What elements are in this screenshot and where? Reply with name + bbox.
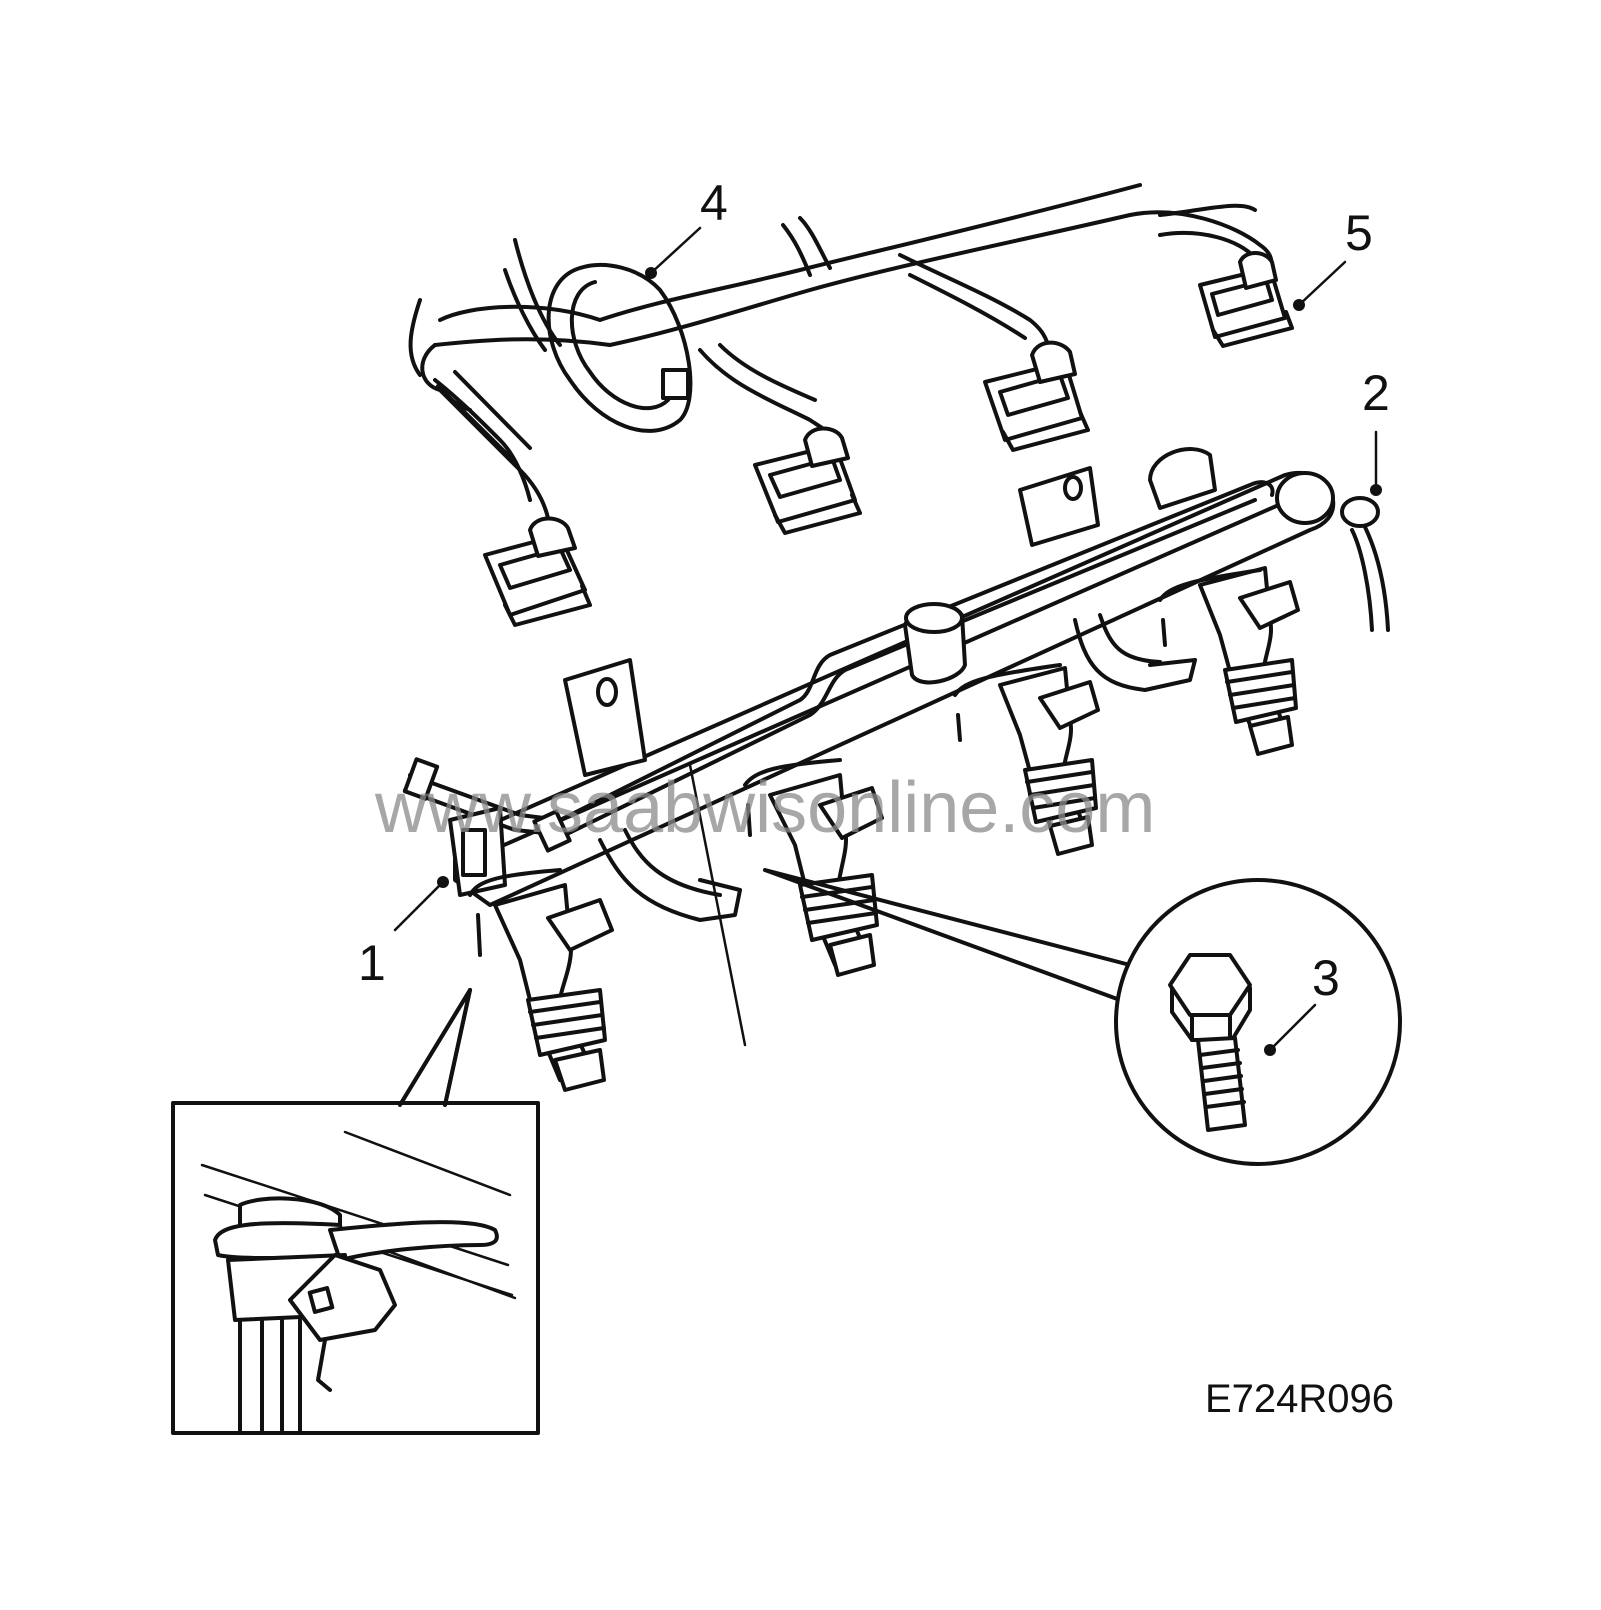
callout-3: 3 (1312, 950, 1340, 1006)
callout-1: 1 (358, 935, 386, 991)
wiring-harness (408, 183, 1274, 532)
fuel-rail (402, 447, 1336, 907)
callout-4: 4 (700, 175, 728, 231)
watermark-text: www.saabwisonline.com (374, 768, 1155, 848)
vacuum-hose (1340, 496, 1390, 632)
injector-4 (1158, 566, 1300, 756)
guide-line (688, 763, 747, 1047)
clip-detail-inset (171, 988, 540, 1435)
leader-lines (393, 226, 1382, 1056)
callout-2: 2 (1362, 365, 1390, 421)
figure-code: E724R096 (1205, 1377, 1394, 1421)
rail-bracket-left (563, 658, 742, 922)
injector-connector-3 (983, 340, 1090, 452)
rail-bracket-right (1018, 466, 1197, 692)
injector-1 (468, 868, 614, 1092)
injector-3 (953, 663, 1100, 856)
bolt-detail (763, 868, 1402, 1166)
callout-5: 5 (1345, 205, 1373, 261)
injector-connector-1 (483, 516, 592, 627)
injector-connector-4 (1198, 251, 1294, 348)
injector-connector-2 (753, 426, 862, 535)
